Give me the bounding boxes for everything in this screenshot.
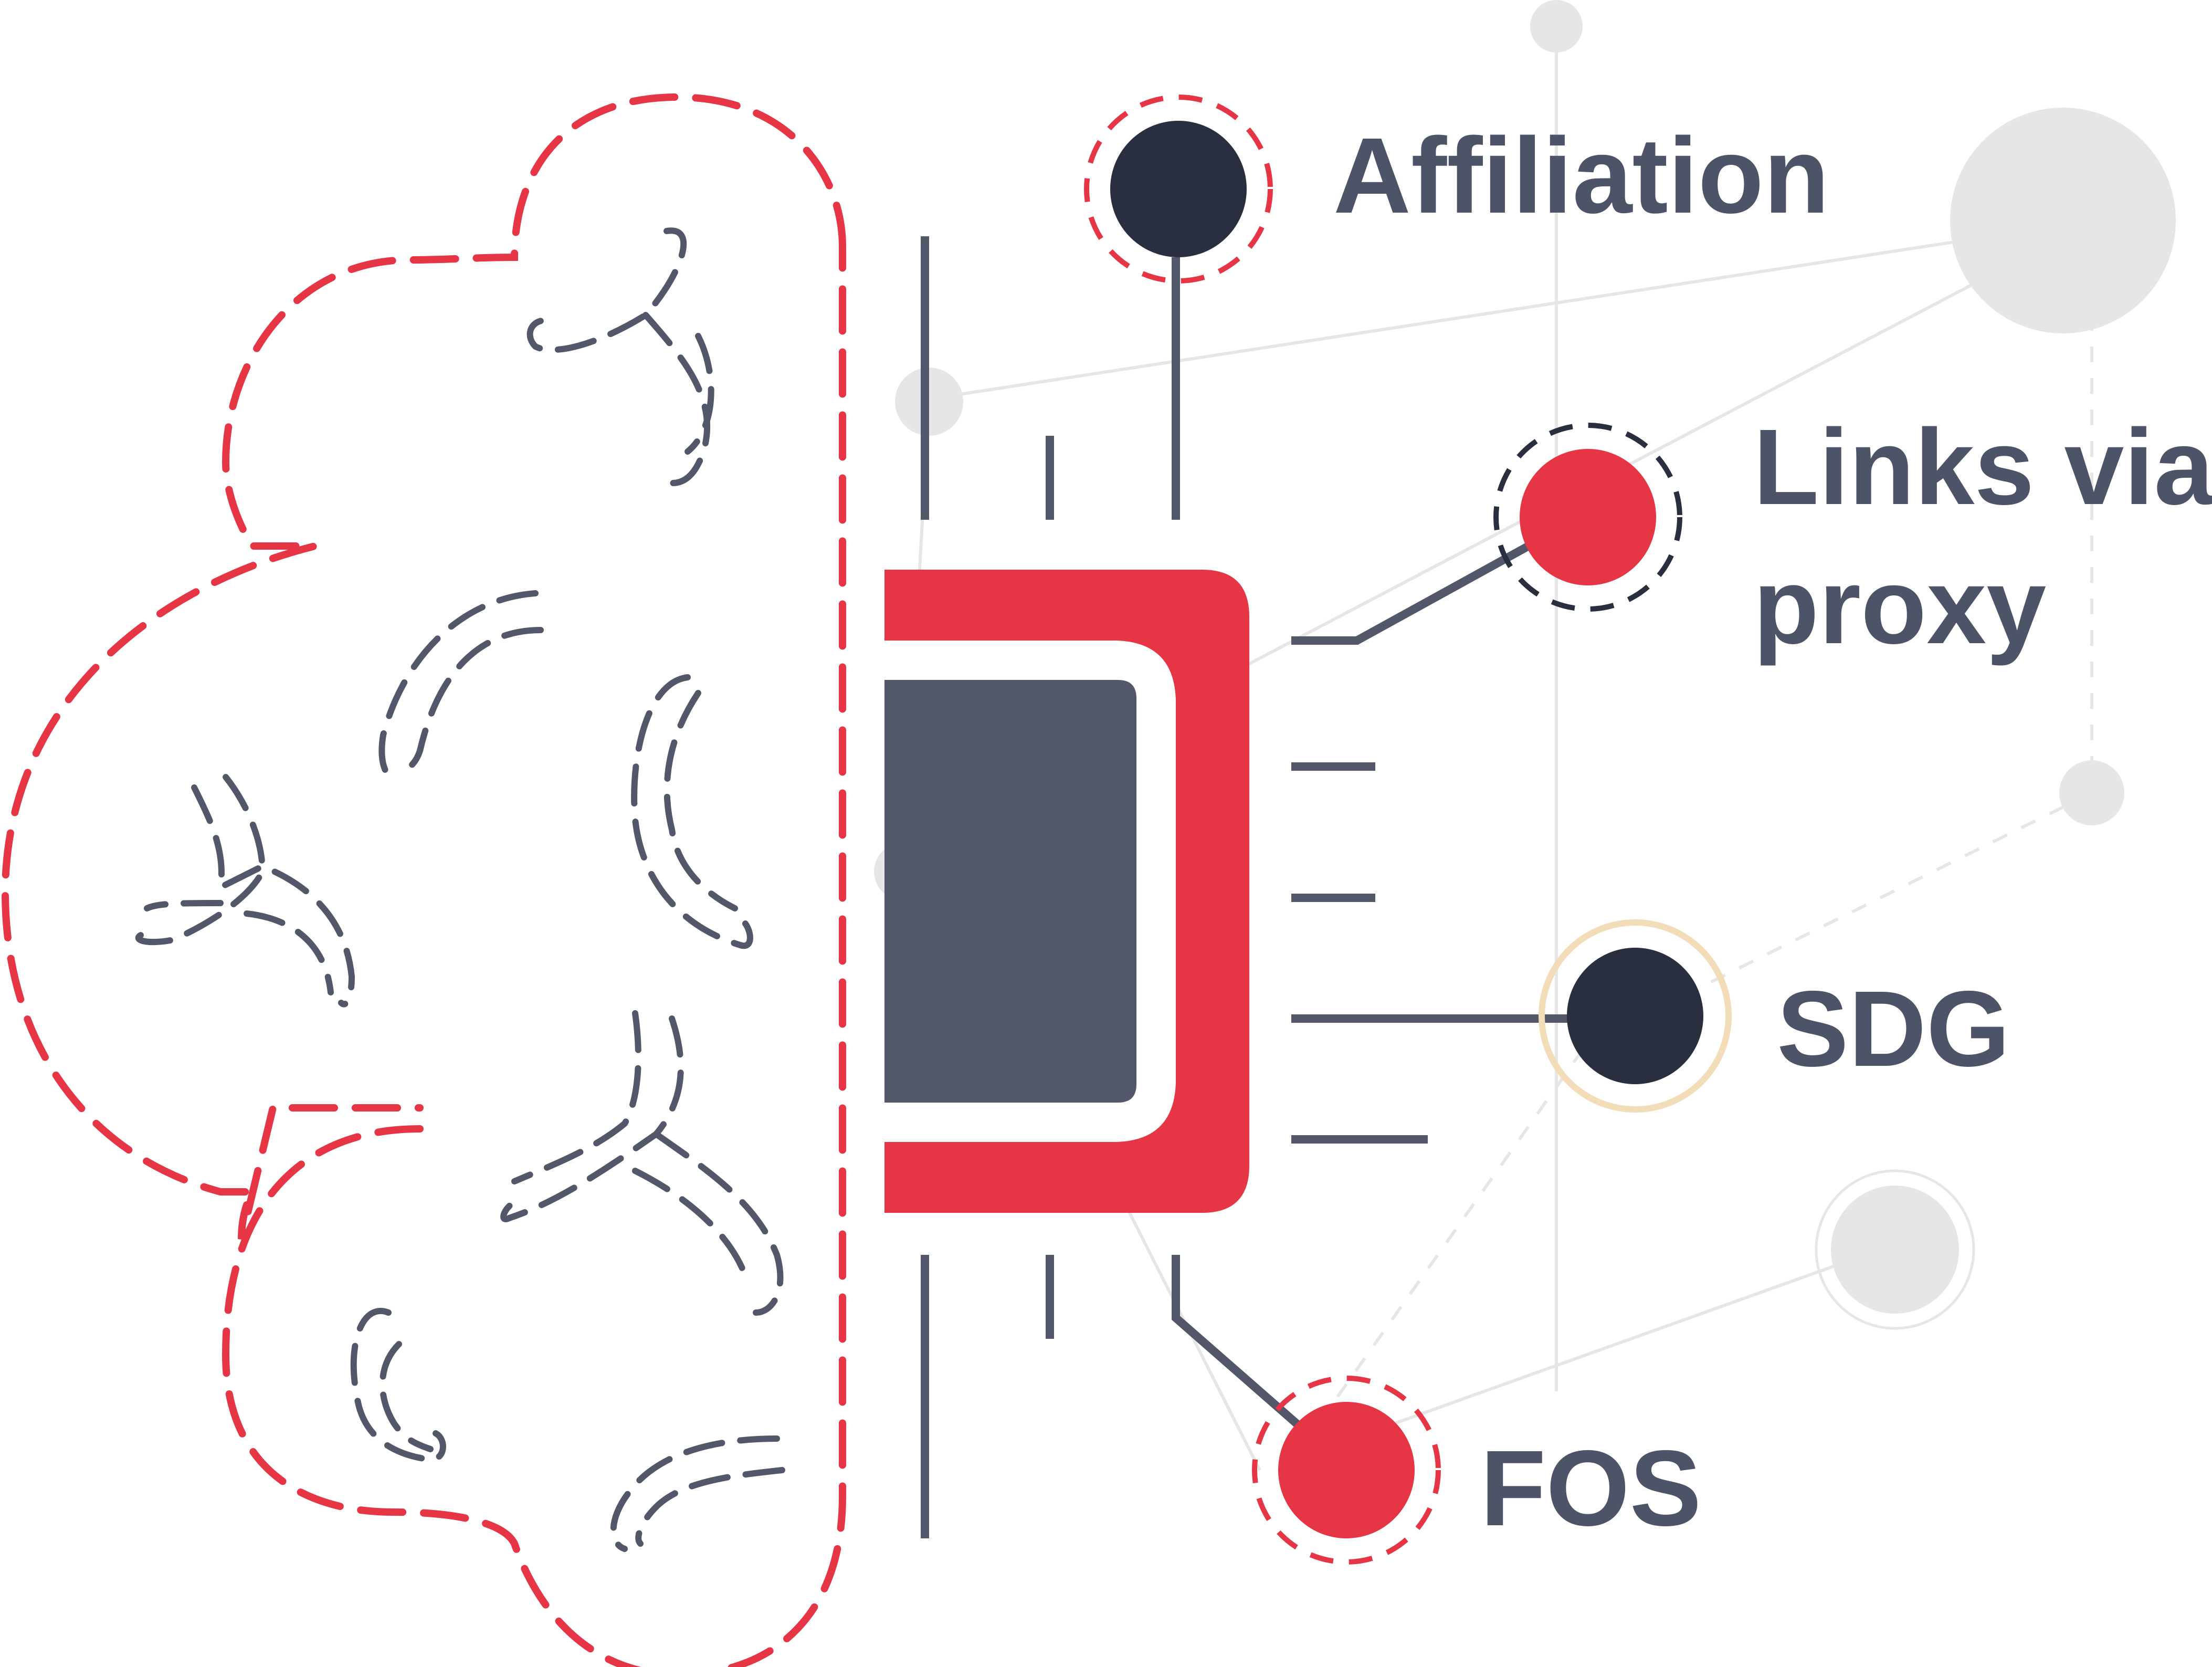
label-proxy: proxy: [1753, 546, 2046, 666]
affiliation-node: [1084, 95, 1273, 284]
label-sdg: SDG: [1777, 969, 2010, 1089]
links-via-proxy-node: [1493, 423, 1682, 612]
label-affiliation: Affiliation: [1333, 116, 1829, 236]
processor-chip-icon: [884, 236, 1575, 1538]
fos-node: [1252, 1376, 1441, 1565]
brain-outline-icon: [1, 93, 846, 1667]
neuron-doodles-icon: [135, 227, 785, 1552]
label-links-via: Links via: [1753, 407, 2212, 527]
label-fos: FOS: [1480, 1428, 1701, 1548]
sdg-node: [1539, 919, 1732, 1113]
